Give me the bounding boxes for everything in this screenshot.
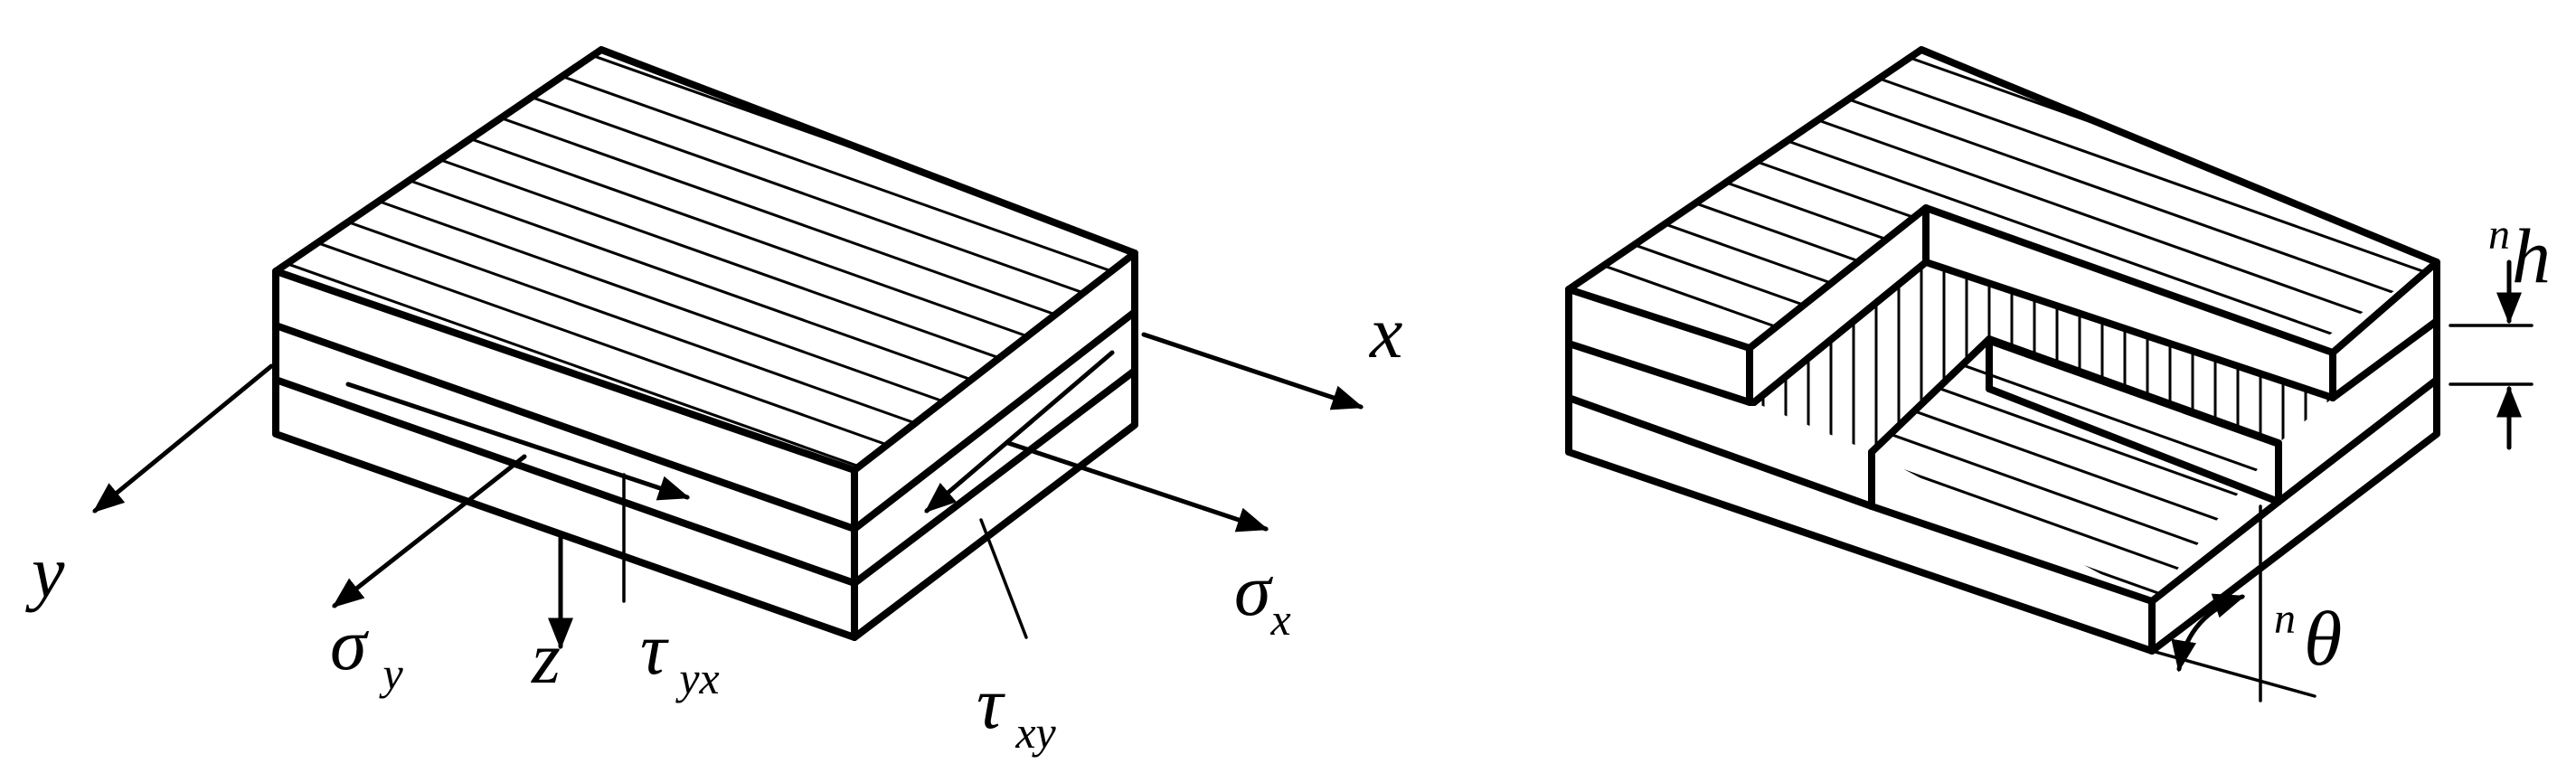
x-label: x [1369,291,1402,373]
ply-line-side-1 [851,308,1138,533]
h-superscript: n [2488,211,2510,259]
sigma-y-symbol: σ [330,603,370,685]
x-axis-arrow [1141,332,1364,410]
h-label: h [2512,212,2551,299]
theta-superscript: n [2274,595,2296,643]
front-face-left [272,268,858,641]
tau-xy-subscript: xy [1014,707,1056,758]
notch-top-edge [1746,204,2336,401]
theta-edge-line [2150,649,2317,698]
second-notch-inner [1986,385,2282,505]
ply-line-front-1 [272,322,858,533]
ply-line-right-front-1 [1565,340,1753,406]
laminate-block-left [272,46,1138,641]
ply-line-right-side-1 [2329,317,2440,401]
axes-left [92,332,1364,650]
second-notch-top [1868,335,2282,505]
tau-xy-symbol: τ [977,662,1005,744]
z-label: z [531,617,561,699]
thickness-dimension: n h [2449,211,2551,450]
top-face-left [272,46,1138,474]
bottom-ply-front-edge [1868,503,2156,605]
angle-theta: n θ [2150,504,2342,702]
sigma-y-subscript: y [378,648,403,699]
side-face-left [851,250,1138,641]
top-face-right [1565,46,2440,356]
theta-label: θ [2304,595,2342,682]
sigma-x-arrow [1005,440,1269,533]
theta-arc [2171,593,2246,673]
sigma-x-symbol: σ [1234,549,1274,631]
sigma-x-label: σx [1234,549,1291,645]
y-axis-arrow [92,363,274,514]
tau-yx-subscript: yx [675,653,719,703]
sigma-x-subscript: x [1269,594,1290,645]
tau-xy-arrow [924,350,1115,514]
ply-line-right-side-2 [2275,376,2440,505]
sigma-y-arrow [332,454,527,608]
ply-line-right-front-2 [1565,394,1875,510]
ply-line-side-2 [851,367,1138,587]
tau-yx-symbol: τ [640,608,669,690]
tau-xy-leader [979,518,1028,639]
y-label: y [25,531,65,613]
bottom-ply-side-edge [2148,498,2282,605]
ply-line-front-2 [272,376,858,587]
laminate-block-right [1565,46,2440,655]
tau-yx-arrow [345,382,691,501]
